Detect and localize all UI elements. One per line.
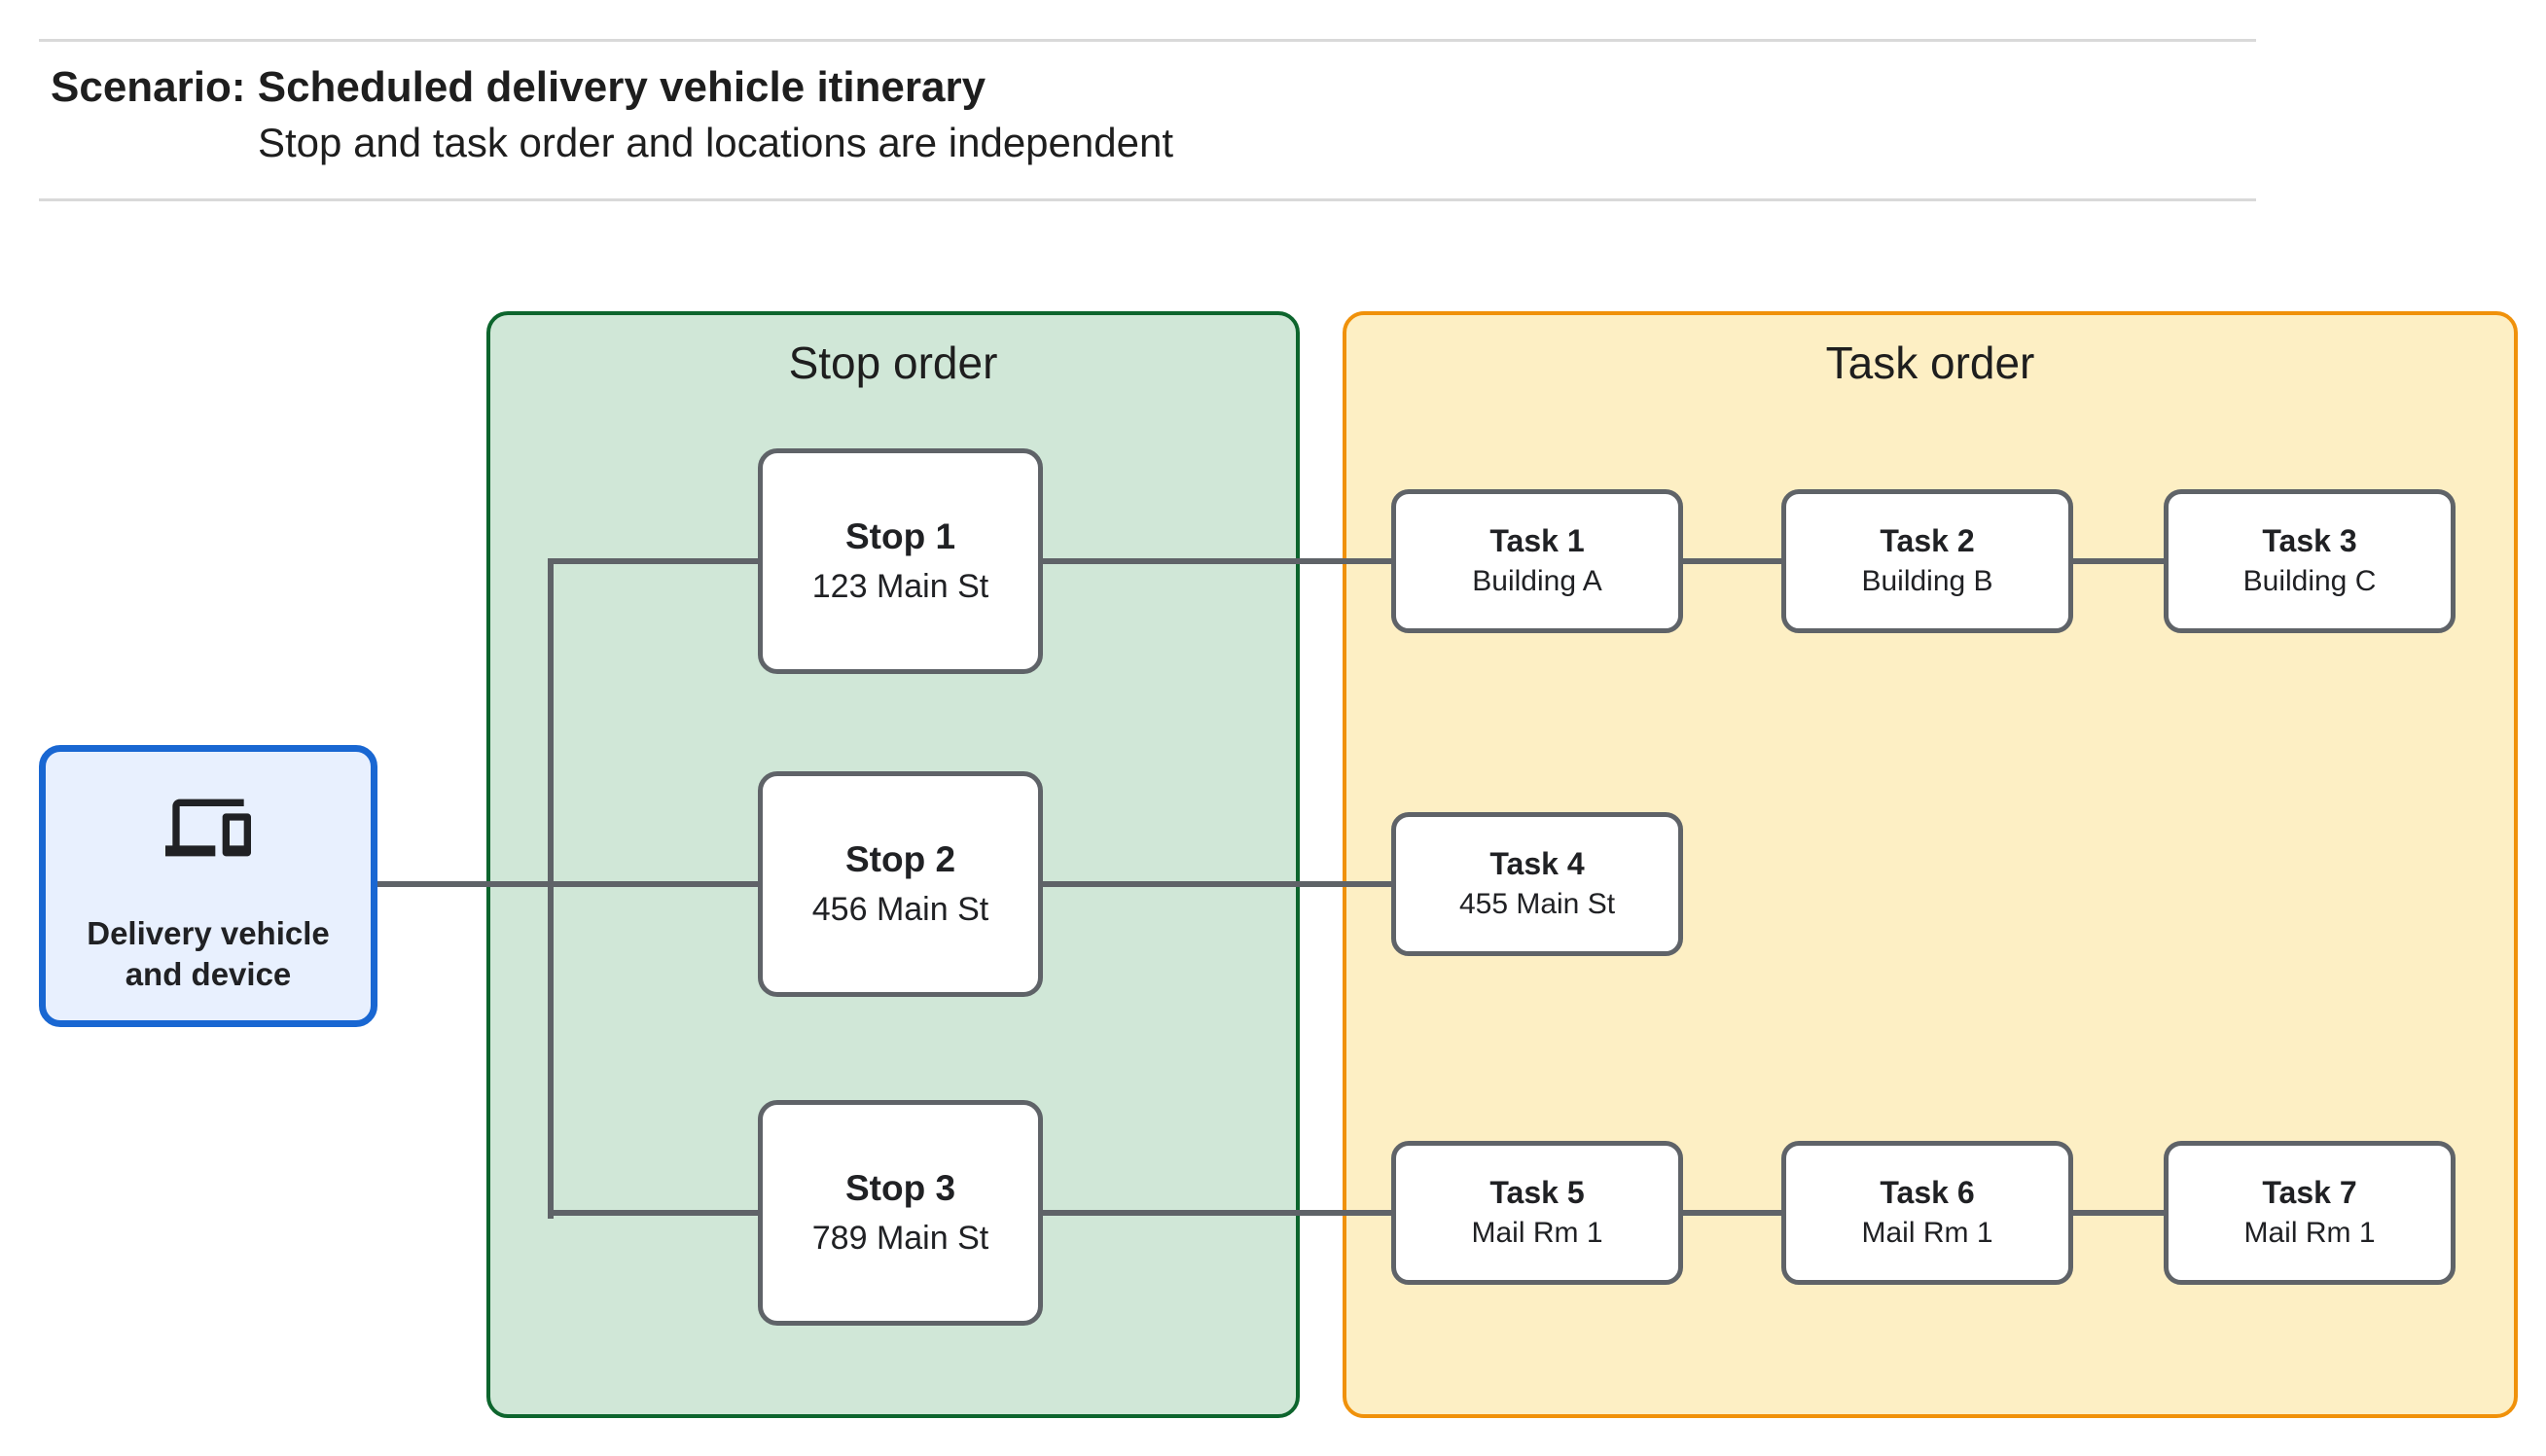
delivery-vehicle-node: Delivery vehicle and device	[39, 745, 377, 1027]
connector-task6-to-task7	[2070, 1210, 2167, 1216]
connector-trunk-to-stop1	[548, 558, 761, 564]
connector-vehicle-to-stop2	[374, 881, 761, 887]
task-2-title: Task 2	[1880, 523, 1975, 559]
connector-task5-to-task6	[1680, 1210, 1784, 1216]
task-1-location: Building A	[1472, 565, 1602, 598]
page-subtitle: Stop and task order and locations are in…	[258, 120, 1174, 165]
task-2-location: Building B	[1861, 565, 1993, 598]
task-5-node: Task 5 Mail Rm 1	[1391, 1141, 1683, 1285]
devices-icon	[165, 799, 251, 857]
stop-2-node: Stop 2 456 Main St	[758, 771, 1043, 997]
delivery-vehicle-label: Delivery vehicle and device	[46, 913, 371, 995]
task-4-node: Task 4 455 Main St	[1391, 812, 1683, 956]
task-5-title: Task 5	[1489, 1175, 1585, 1211]
stop-1-node: Stop 1 123 Main St	[758, 448, 1043, 674]
task-3-title: Task 3	[2262, 523, 2357, 559]
page-title: Scenario: Scheduled delivery vehicle iti…	[51, 63, 986, 111]
stop-3-title: Stop 3	[844, 1168, 956, 1209]
stop-3-node: Stop 3 789 Main St	[758, 1100, 1043, 1326]
stop-1-title: Stop 1	[844, 516, 956, 557]
task-1-node: Task 1 Building A	[1391, 489, 1683, 633]
connector-trunk-to-stop3	[548, 1210, 761, 1216]
connector-stop1-to-task1	[1040, 558, 1394, 564]
header-divider-bottom	[39, 198, 2256, 201]
task-6-title: Task 6	[1880, 1175, 1975, 1211]
connector-stop-trunk	[548, 558, 554, 1219]
task-4-title: Task 4	[1489, 846, 1585, 882]
task-order-panel-label: Task order	[1825, 337, 2035, 388]
stop-2-location: 456 Main St	[811, 890, 989, 928]
task-3-location: Building C	[2242, 565, 2377, 598]
stop-2-title: Stop 2	[844, 839, 956, 880]
stop-1-location: 123 Main St	[811, 567, 989, 605]
task-1-title: Task 1	[1489, 523, 1585, 559]
task-5-location: Mail Rm 1	[1471, 1217, 1603, 1250]
header-divider-top	[39, 39, 2256, 42]
stop-3-location: 789 Main St	[811, 1219, 989, 1257]
task-2-node: Task 2 Building B	[1781, 489, 2073, 633]
task-7-location: Mail Rm 1	[2243, 1217, 2376, 1250]
task-3-node: Task 3 Building C	[2164, 489, 2456, 633]
delivery-vehicle-label-line2: and device	[125, 956, 292, 992]
task-6-location: Mail Rm 1	[1861, 1217, 1993, 1250]
task-7-node: Task 7 Mail Rm 1	[2164, 1141, 2456, 1285]
stop-order-panel-label: Stop order	[788, 337, 998, 388]
connector-stop2-to-task4	[1040, 881, 1394, 887]
connector-task1-to-task2	[1680, 558, 1784, 564]
task-4-location: 455 Main St	[1458, 888, 1616, 921]
delivery-vehicle-label-line1: Delivery vehicle	[87, 915, 330, 951]
connector-stop3-to-task5	[1040, 1210, 1394, 1216]
task-6-node: Task 6 Mail Rm 1	[1781, 1141, 2073, 1285]
task-7-title: Task 7	[2262, 1175, 2357, 1211]
connector-task2-to-task3	[2070, 558, 2167, 564]
